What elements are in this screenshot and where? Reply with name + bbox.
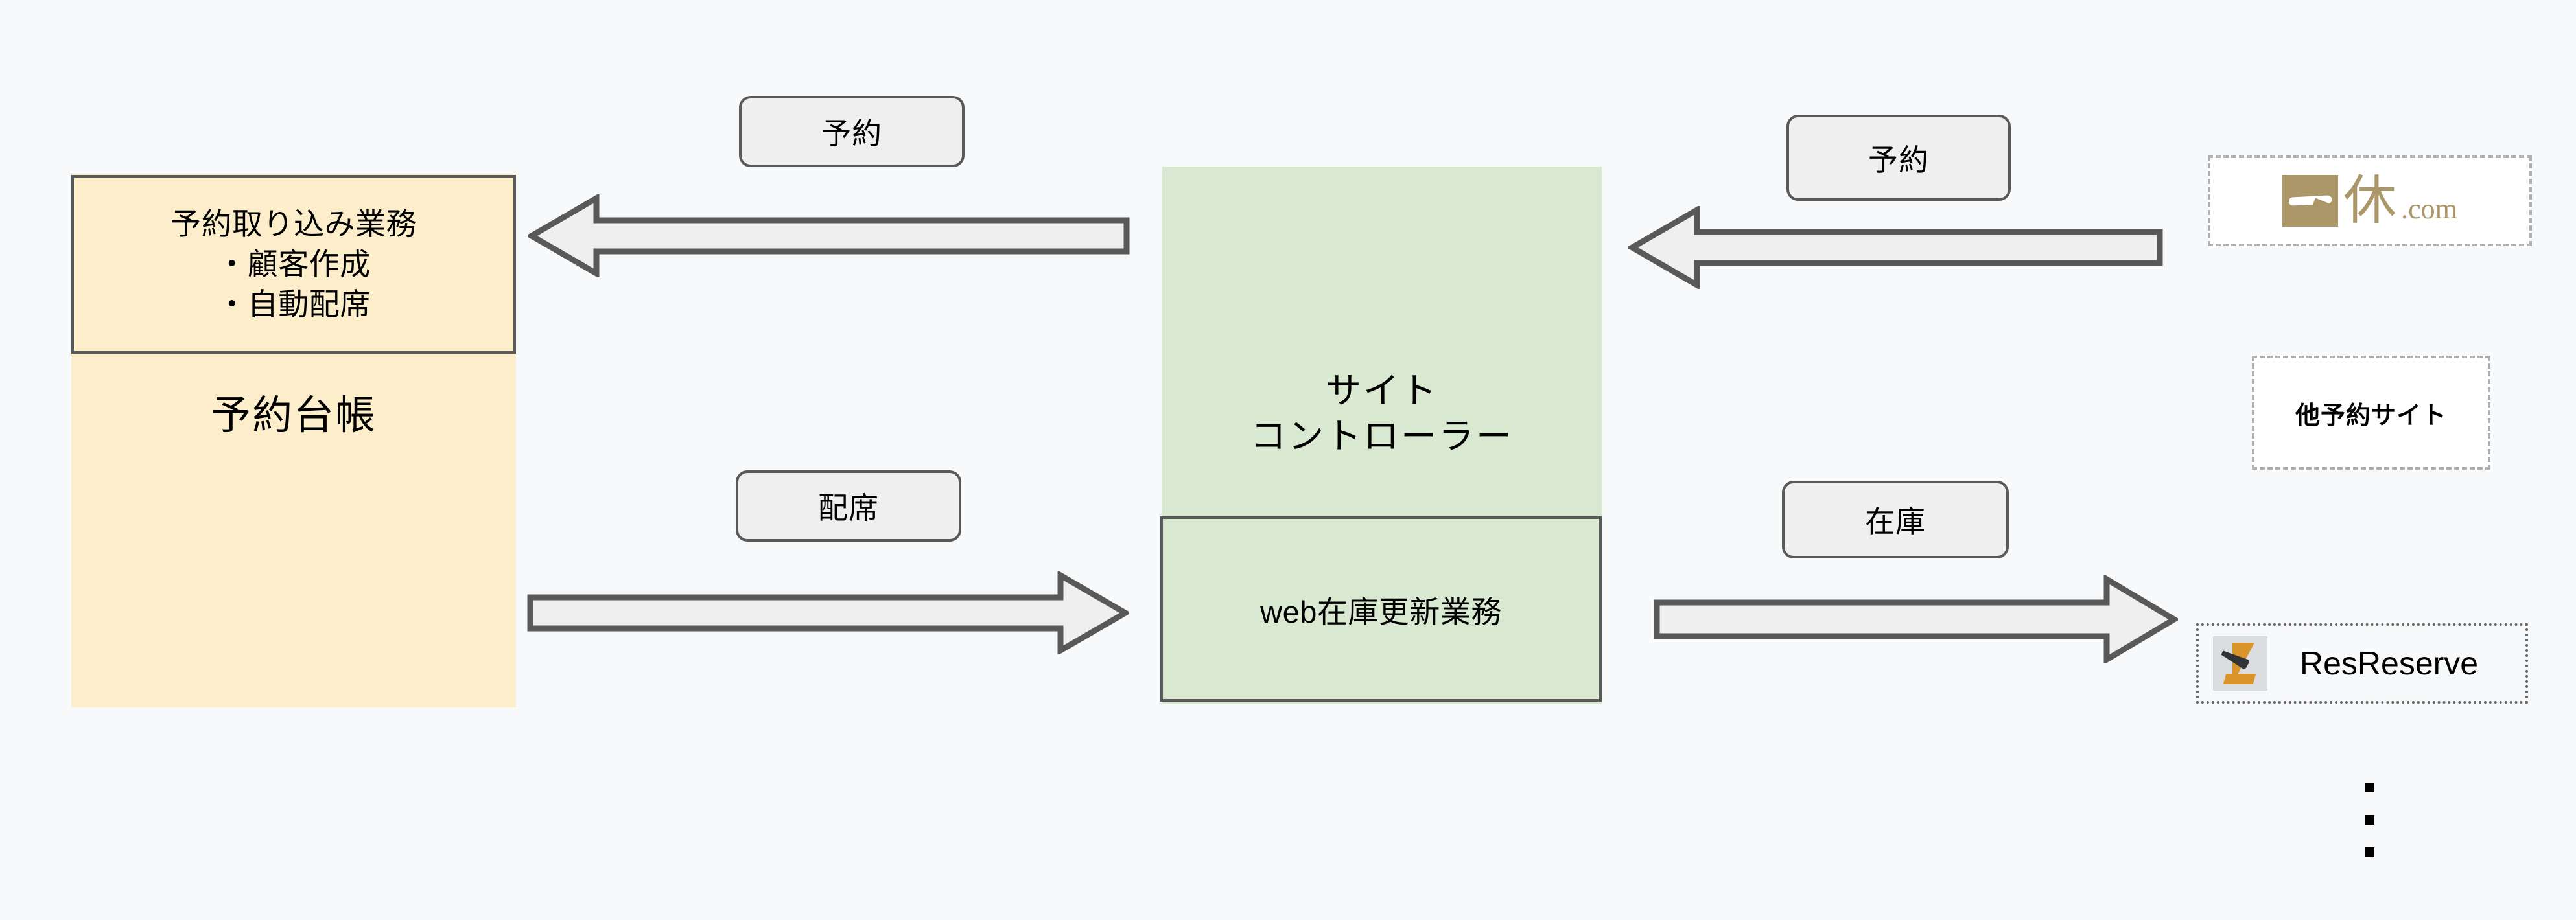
task-item-customer-creation: ・顧客作成 (217, 246, 371, 281)
more-sites-ellipsis-icon (2365, 783, 2374, 857)
ota-site-resreserve[interactable]: ResReserve (2196, 623, 2528, 704)
reservation-ledger-title: 予約台帳 (210, 393, 377, 438)
site-controller-title-line1: サイト (1325, 371, 1438, 411)
site-controller-title: サイト コントローラー (1162, 368, 1602, 459)
ikyu-logo: 休 .com (2282, 171, 2457, 231)
flow-label-inventory-text: 在庫 (1865, 505, 1926, 538)
arrow-reservation-to-ledger (528, 194, 1130, 277)
arrow-ota-reservation-to-site-controller (1628, 206, 2164, 289)
flow-label-inventory: 在庫 (1782, 481, 2009, 558)
ikyu-brushstroke-icon (2282, 175, 2339, 227)
site-controller-title-line2: コントローラー (1250, 416, 1514, 457)
reservation-ledger-box (71, 174, 516, 707)
flow-label-reservation-right: 予約 (1786, 115, 2011, 201)
ota-site-ikyu[interactable]: 休 .com (2208, 155, 2532, 246)
web-inventory-update-task-box: web在庫更新業務 (1160, 516, 1602, 702)
arrow-inventory-to-ota (1653, 575, 2178, 663)
ikyu-dot-com: .com (2401, 193, 2457, 225)
flow-label-seating-text: 配席 (818, 491, 879, 525)
task-heading: 予約取り込み業務 (170, 206, 417, 241)
arrow-seating-to-site-controller (526, 571, 1129, 654)
ota-site-other[interactable]: 他予約サイト (2252, 356, 2490, 470)
ikyu-kanji: 休 (2343, 171, 2397, 231)
resreserve-logo-icon (2213, 636, 2267, 691)
flow-label-reservation-right-text: 予約 (1868, 143, 1929, 177)
ota-site-resreserve-label: ResReserve (2300, 645, 2479, 682)
task-item-auto-seating: ・自動配席 (217, 287, 371, 322)
web-inventory-update-task-label: web在庫更新業務 (1260, 594, 1502, 629)
reservation-intake-task-box: 予約取り込み業務 ・顧客作成 ・自動配席 (71, 175, 516, 354)
flow-label-seating: 配席 (736, 470, 961, 542)
flow-label-reservation-left-text: 予約 (821, 117, 882, 150)
site-controller-box (1162, 167, 1602, 704)
flow-label-reservation-left: 予約 (739, 96, 965, 167)
ota-site-other-label: 他予約サイト (2295, 402, 2447, 430)
